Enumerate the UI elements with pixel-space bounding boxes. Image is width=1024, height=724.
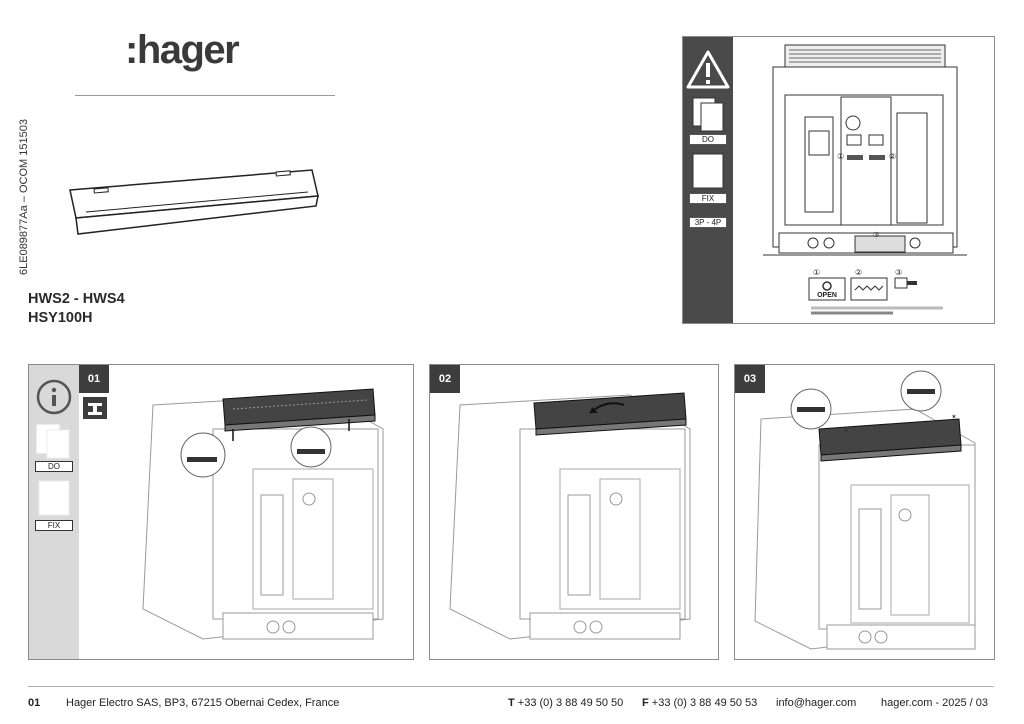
product-illustration: [69, 169, 319, 235]
legend-mark-2: ②: [855, 268, 862, 277]
contact-phone: T +33 (0) 3 88 49 50 50: [508, 697, 623, 709]
breaker-front-diagram: ① ② ③ ① ② ③ OPEN: [763, 44, 967, 315]
step-number: 02: [430, 365, 460, 393]
step-panel-03: 03 ✶ ✶: [734, 364, 995, 660]
step-03-illustration: ✶ ✶: [754, 370, 976, 650]
document-code: 6LE089877Aa – OCOM 151503: [18, 119, 30, 275]
step-number: 03: [735, 365, 765, 393]
tag-3p-4p: 3P - 4P: [689, 217, 727, 228]
callout-3: ③: [873, 231, 879, 239]
contact-email[interactable]: info@hager.com: [776, 697, 857, 709]
step-panel-01: DO FIX 01: [28, 364, 414, 660]
warning-triangle-icon: [686, 50, 730, 89]
svg-text:✶: ✶: [843, 427, 849, 435]
tag-fix: FIX: [35, 520, 73, 531]
callout-1: ①: [837, 152, 844, 161]
model-names: HWS2 - HWS4 HSY100H: [28, 290, 125, 328]
footer-divider: [28, 686, 994, 687]
step-number: 01: [79, 365, 109, 393]
company-address: Hager Electro SAS, BP3, 67215 Obernai Ce…: [66, 697, 340, 709]
tag-do: DO: [689, 134, 727, 145]
info-sidebar: DO FIX: [29, 365, 79, 659]
warning-panel: DO FIX 3P - 4P ① ② ③ ① ② ③: [682, 36, 995, 324]
callout-2: ②: [889, 152, 896, 161]
model-line-1: HWS2 - HWS4: [28, 291, 125, 307]
fixed-unit-icon: [692, 153, 724, 189]
legend-mark-3: ③: [895, 268, 902, 277]
contact-fax: F +33 (0) 3 88 49 50 53: [642, 697, 757, 709]
svg-text:✶: ✶: [951, 413, 957, 421]
step-panel-02: 02: [429, 364, 719, 660]
phone-prefix: T: [508, 697, 515, 709]
fixed-unit-icon: [38, 480, 70, 516]
tag-fix: FIX: [689, 193, 727, 204]
drawout-unit-icon: [36, 424, 70, 459]
tool-icon: [83, 397, 107, 419]
fax-number: +33 (0) 3 88 49 50 53: [651, 697, 758, 709]
model-line-2: HSY100H: [28, 310, 93, 326]
step-02-illustration: [449, 392, 691, 640]
page-number: 01: [28, 697, 41, 709]
hager-logo: :hager: [125, 28, 240, 72]
open-label: OPEN: [817, 292, 837, 299]
phone-number: +33 (0) 3 88 49 50 50: [517, 697, 624, 709]
info-icon: [36, 379, 72, 415]
legend-mark-1: ①: [813, 268, 820, 277]
step-01-illustration: [142, 388, 384, 640]
header-divider: [75, 95, 335, 96]
website-date[interactable]: hager.com - 2025 / 03: [881, 697, 989, 709]
drawout-unit-icon: [692, 97, 724, 132]
fax-prefix: F: [642, 697, 649, 709]
tag-do: DO: [35, 461, 73, 472]
warning-sidebar: DO FIX 3P - 4P: [683, 37, 733, 323]
